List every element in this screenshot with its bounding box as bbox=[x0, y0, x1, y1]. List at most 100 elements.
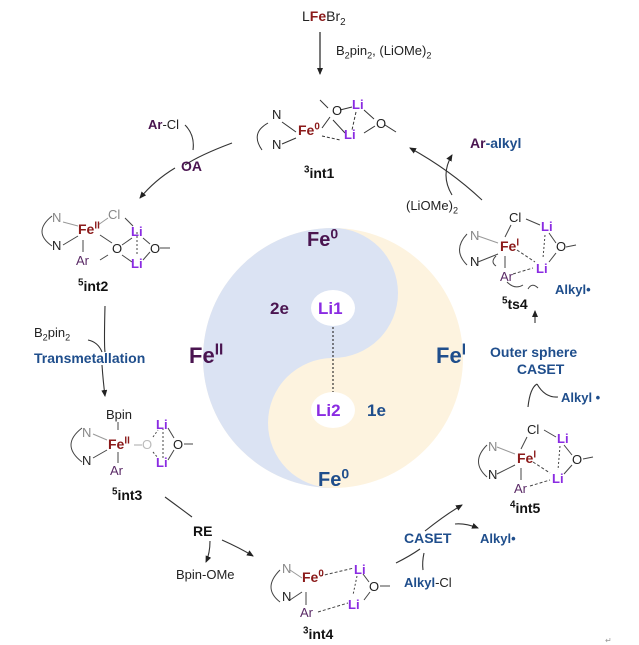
b2pin2-sub-1: 2 bbox=[42, 332, 48, 343]
int5-name: int5 bbox=[515, 500, 541, 516]
int1-label: 3int1 bbox=[304, 164, 334, 180]
reagent-sub-1: 2 bbox=[344, 50, 350, 61]
int3-n-top: N bbox=[82, 425, 92, 440]
int5-n-top: N bbox=[488, 439, 498, 454]
int3-o-right: O bbox=[173, 437, 184, 452]
int4-ar: Ar bbox=[300, 605, 313, 620]
int4-fe-ox: 0 bbox=[318, 568, 324, 580]
int5-fe: FeI bbox=[517, 449, 537, 466]
yin-yang-symbol bbox=[203, 228, 463, 488]
ts4-li-top: Li bbox=[541, 219, 553, 234]
ts4-fe-symbol: Fe bbox=[500, 238, 517, 254]
outer-sphere-line2: CASET bbox=[516, 361, 565, 377]
reagent-b: B bbox=[336, 43, 345, 58]
center-top-fe-ox: 0 bbox=[330, 225, 339, 242]
two-electron-label: 2e bbox=[270, 299, 289, 318]
li1-label: Li1 bbox=[318, 299, 343, 318]
int4-li-top: Li bbox=[354, 562, 366, 577]
ar-cl-feed bbox=[184, 124, 194, 151]
ts4-name: ts4 bbox=[507, 296, 528, 312]
int4-fe: Fe0 bbox=[302, 568, 324, 585]
int5-li-bottom: Li bbox=[552, 471, 564, 486]
center-bottom-fe-ox: 0 bbox=[341, 465, 350, 482]
alkyl-cl-chloride: -Cl bbox=[435, 575, 452, 590]
ts4-cl: Cl bbox=[509, 210, 522, 225]
int2-li-top: Li bbox=[131, 224, 143, 239]
center-right-fe: FeI bbox=[436, 341, 466, 367]
li2-label: Li2 bbox=[316, 401, 341, 420]
int4-fe-symbol: Fe bbox=[302, 569, 319, 585]
int5-li-top: Li bbox=[557, 431, 569, 446]
int1-o-right: O bbox=[376, 116, 387, 131]
b2pin2-b: B bbox=[34, 325, 43, 340]
center-bottom-fe-symbol: Fe bbox=[318, 469, 342, 491]
int1-li-bottom: Li bbox=[344, 127, 356, 142]
int5-fe-ox: I bbox=[533, 449, 537, 461]
tm-arrow bbox=[101, 364, 108, 397]
int1-bonds bbox=[256, 99, 397, 151]
oa-arrow bbox=[139, 167, 176, 199]
liome-sub: 2 bbox=[452, 205, 459, 216]
precursor-subscript: 2 bbox=[340, 16, 346, 28]
int1-multiplicity: 3 bbox=[304, 164, 310, 176]
int5-label: 4int5 bbox=[510, 500, 541, 516]
alkyl-radical-ts4: Alkyl• bbox=[555, 282, 591, 297]
alkyl-radical-release bbox=[454, 523, 479, 529]
center-top-fe-symbol: Fe bbox=[307, 229, 331, 251]
tm-arc bbox=[103, 305, 106, 353]
int3-label: 5int3 bbox=[112, 487, 143, 503]
oa-label: OA bbox=[181, 158, 202, 174]
yin-yang-blue-half bbox=[203, 228, 398, 488]
int2-n-bottom: N bbox=[52, 238, 62, 253]
precursor-ligand: L bbox=[302, 8, 310, 24]
bpin-ome-product: Bpin-OMe bbox=[176, 567, 235, 582]
ts4-ar: Ar bbox=[500, 269, 513, 284]
ts4-o: O bbox=[556, 239, 567, 254]
oa-arc-top bbox=[184, 142, 233, 166]
caset-label: CASET bbox=[404, 530, 452, 546]
ts4-fe: FeI bbox=[500, 238, 519, 254]
center-left-fe-ox: II bbox=[214, 341, 224, 359]
ts4-n-bottom: N bbox=[470, 254, 480, 269]
int2-fe: FeII bbox=[78, 220, 100, 236]
caset-arc bbox=[395, 548, 421, 564]
ar-cl-reagent: Ar-Cl bbox=[148, 118, 179, 131]
int2-bonds bbox=[41, 215, 170, 263]
one-electron-label: 1e bbox=[367, 401, 386, 420]
center-left-fe: FeII bbox=[189, 341, 224, 367]
reagent-sub-3: 2 bbox=[426, 50, 432, 61]
int3-li-bottom: Li bbox=[156, 455, 168, 470]
alkyl-cl-alkyl: Alkyl bbox=[404, 575, 436, 590]
ts4-label: 5ts4 bbox=[502, 296, 528, 312]
int2-ar: Ar bbox=[76, 253, 89, 268]
alkyl-radical-feed bbox=[536, 383, 559, 398]
liome-text: (LiOMe) bbox=[406, 198, 453, 213]
ar-alkyl-release bbox=[445, 154, 453, 196]
int3-bonds bbox=[70, 422, 193, 463]
b2pin2-sub-2: 2 bbox=[65, 332, 71, 343]
product-ar-alkyl: Ar-alkyl bbox=[470, 136, 521, 150]
precursor-lfebr2: LFeBr2 bbox=[302, 8, 346, 27]
ts4-n-top: N bbox=[470, 228, 480, 243]
int2-cl: Cl bbox=[108, 207, 121, 222]
int4-name: int4 bbox=[308, 626, 334, 642]
center-right-fe-ox: I bbox=[461, 341, 466, 359]
int2-multiplicity: 5 bbox=[78, 277, 84, 289]
int5-cl: Cl bbox=[527, 422, 540, 437]
outer-sphere-line1: Outer sphere bbox=[490, 344, 578, 360]
int1-fe-ox: 0 bbox=[314, 121, 320, 133]
center-bottom-fe: Fe0 bbox=[318, 466, 349, 491]
alkyl-radical-caset: Alkyl• bbox=[480, 531, 516, 546]
int4-o: O bbox=[369, 579, 380, 594]
caset-arrow-up bbox=[424, 504, 463, 532]
int2-n-top: N bbox=[52, 210, 62, 225]
alkyl-radical-outer: Alkyl • bbox=[561, 390, 601, 405]
outer-arc bbox=[527, 383, 538, 408]
int4-bonds bbox=[270, 567, 390, 613]
int2-fe-ox: II bbox=[94, 220, 100, 232]
int3-name: int3 bbox=[117, 487, 143, 503]
center-top-fe: Fe0 bbox=[307, 226, 338, 251]
int5-n-bottom: N bbox=[488, 467, 498, 482]
int5-fe-symbol: Fe bbox=[517, 450, 534, 466]
b2pin2-feed bbox=[87, 339, 103, 353]
